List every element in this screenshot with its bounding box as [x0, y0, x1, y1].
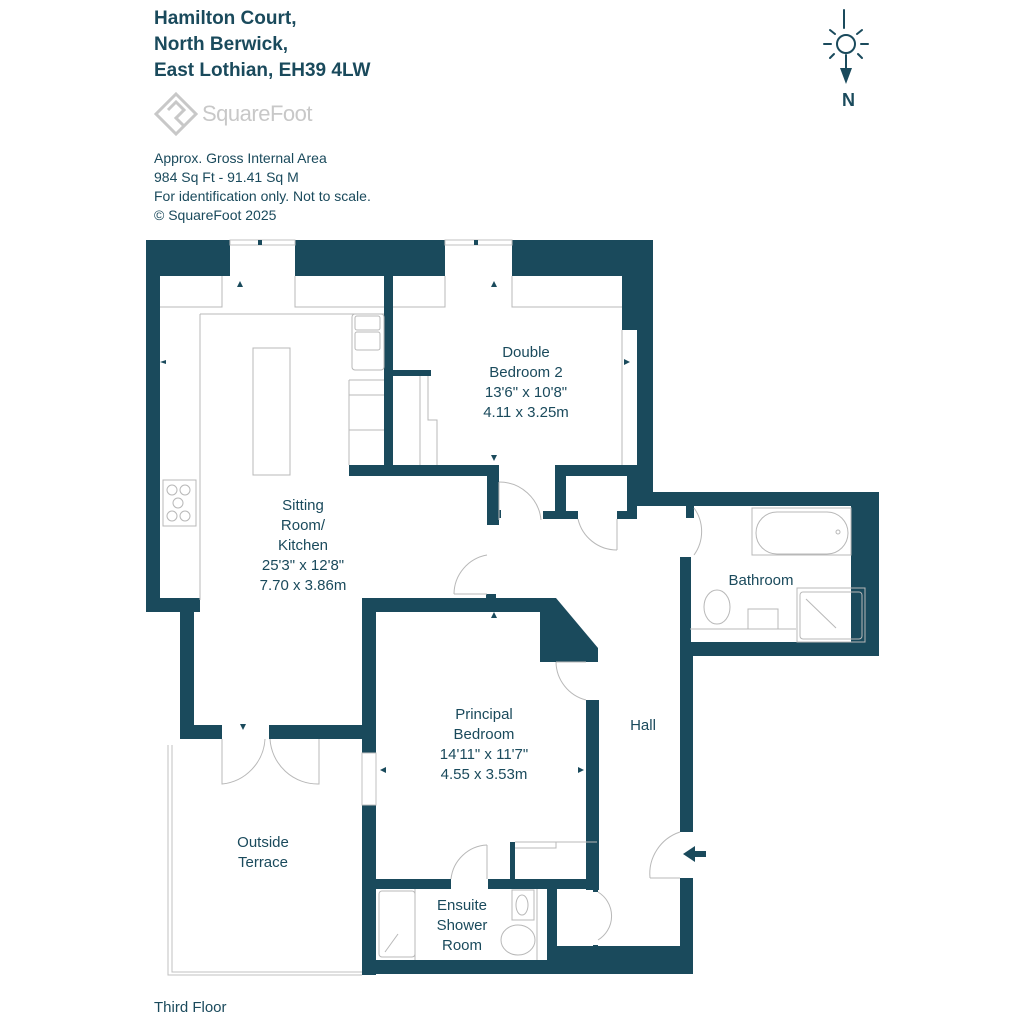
- room-dimensions-metric: 4.55 x 3.53m: [440, 766, 528, 783]
- area-label: Approx. Gross Internal Area: [154, 150, 327, 166]
- room-name-line: Bedroom: [453, 726, 515, 743]
- address-line-2: North Berwick,: [154, 34, 289, 55]
- room-name-line: Shower: [436, 917, 488, 934]
- disclaimer: For identification only. Not to scale.: [154, 188, 371, 204]
- room-name-line: Principal: [455, 706, 513, 723]
- room-name-line: Room: [441, 937, 483, 954]
- area-info: Approx. Gross Internal Area 984 Sq Ft - …: [154, 149, 371, 225]
- fixtures: [160, 276, 866, 960]
- compass: N: [818, 6, 878, 116]
- room-label-bathroom: Bathroom: [728, 571, 793, 591]
- room-dimensions-metric: 7.70 x 3.86m: [259, 577, 347, 594]
- room-dimensions-imperial: 25'3" x 12'8": [261, 557, 345, 574]
- area-value: 984 Sq Ft - 91.41 Sq M: [154, 169, 299, 185]
- room-dimensions-metric: 4.11 x 3.25m: [483, 404, 569, 421]
- windows: [229, 239, 513, 806]
- room-label-double-bedroom-2: Double Bedroom 2 13'6" x 10'8" 4.11 x 3.…: [483, 343, 569, 423]
- floor-label: Third Floor: [154, 999, 227, 1016]
- room-label-outside-terrace: Outside Terrace: [237, 833, 289, 873]
- room-name-line: Bedroom 2: [489, 364, 563, 381]
- address-line-1: Hamilton Court,: [154, 8, 297, 29]
- address-line-3: East Lothian, EH39 4LW: [154, 60, 371, 81]
- room-label-principal-bedroom: Principal Bedroom 14'11" x 11'7" 4.55 x …: [440, 705, 528, 785]
- room-label-sitting-kitchen: Sitting Room/ Kitchen 25'3" x 12'8" 7.70…: [260, 496, 347, 596]
- room-name-line: Terrace: [237, 854, 289, 871]
- entrance-arrow-icon: [683, 846, 706, 862]
- room-dimensions-imperial: 13'6" x 10'8": [484, 384, 568, 401]
- sun-compass-icon: [823, 9, 869, 84]
- room-label-ensuite: Ensuite Shower Room: [437, 896, 488, 956]
- room-name: Hall: [630, 717, 656, 734]
- room-name-line: Double: [502, 344, 550, 361]
- walls: [146, 240, 879, 975]
- terrace-outline: [167, 745, 362, 976]
- north-label: N: [842, 90, 855, 110]
- copyright: © SquareFoot 2025: [154, 207, 277, 223]
- logo-text: SquareFoot: [202, 101, 312, 126]
- room-name-line: Sitting: [282, 497, 324, 514]
- room-name: Bathroom: [728, 572, 794, 589]
- room-label-hall: Hall: [630, 716, 656, 736]
- room-name-line: Room/: [280, 517, 326, 534]
- room-name-line: Kitchen: [277, 537, 329, 554]
- room-name-line: Ensuite: [436, 897, 488, 914]
- room-name-line: Outside: [237, 834, 289, 851]
- squarefoot-logo-icon: [154, 92, 198, 136]
- property-address: Hamilton Court, North Berwick, East Loth…: [154, 6, 370, 84]
- squarefoot-logo: SquareFoot: [154, 92, 312, 136]
- room-dimensions-imperial: 14'11" x 11'7": [439, 746, 529, 763]
